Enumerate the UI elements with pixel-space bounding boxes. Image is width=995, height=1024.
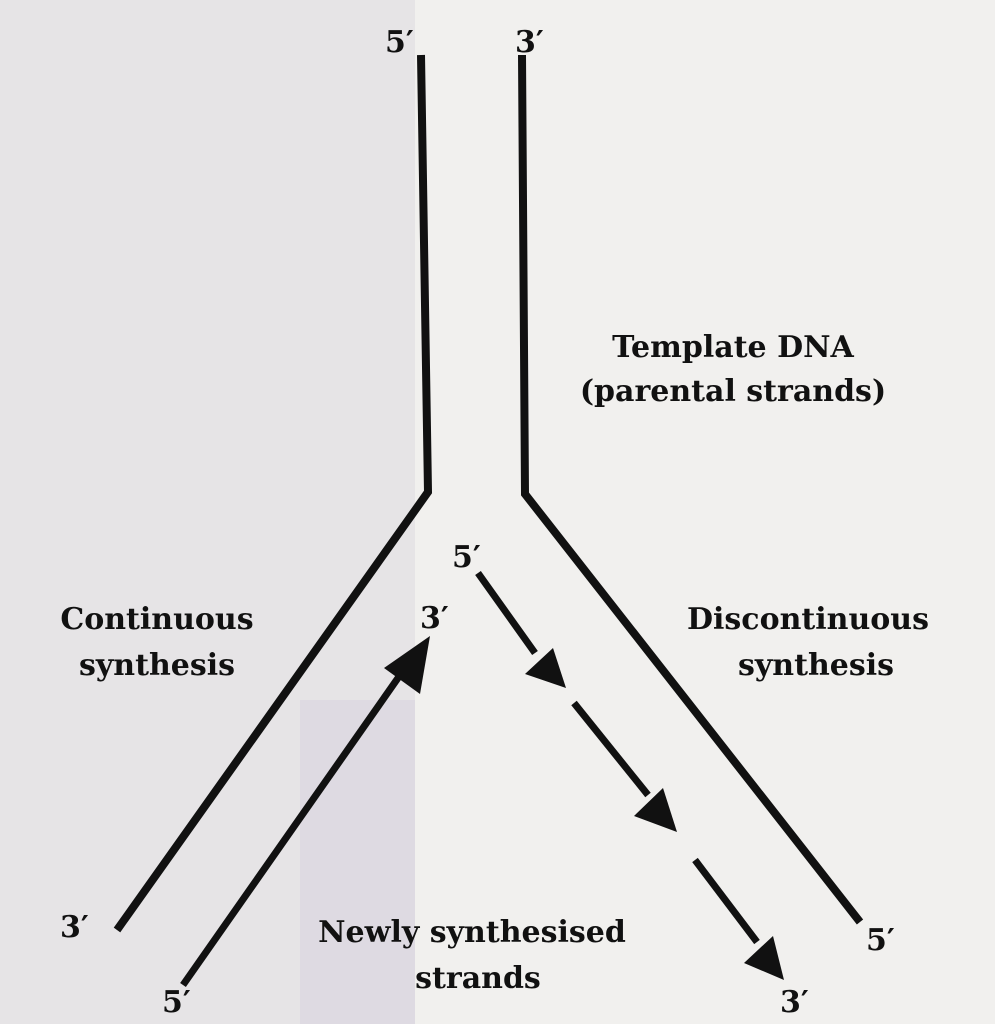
leading-strand-arrowhead xyxy=(384,636,430,694)
template-strand-left xyxy=(113,54,433,933)
label-leading-start: 5′ xyxy=(162,985,191,1020)
label-lagging-start: 5′ xyxy=(452,540,481,575)
label-template-top-left: 5′ xyxy=(385,25,414,60)
label-leading-end: 3′ xyxy=(420,601,449,636)
lagging-fragment-1 xyxy=(475,570,538,656)
label-template-top-right: 3′ xyxy=(515,25,544,60)
label-template-bottom-left: 3′ xyxy=(60,910,89,945)
lagging-fragment-3-arrowhead xyxy=(744,936,784,980)
background-shade-dark xyxy=(300,700,415,1024)
leading-strand xyxy=(180,665,408,988)
caption-new-strands-line1: Newly synthesised xyxy=(318,915,626,950)
caption-new-strands-line2: strands xyxy=(415,961,541,996)
caption-template-line2: (parental strands) xyxy=(580,374,886,409)
caption-discontinuous-line1: Discontinuous xyxy=(687,602,929,637)
caption-template-line1: Template DNA xyxy=(612,330,854,365)
label-template-bottom-right: 5′ xyxy=(866,923,895,958)
lagging-fragment-1-arrowhead xyxy=(525,648,566,688)
caption-continuous-line2: synthesis xyxy=(79,648,235,683)
lagging-fragment-2-arrowhead xyxy=(634,788,677,832)
label-lagging-end: 3′ xyxy=(780,985,809,1020)
lagging-fragment-3 xyxy=(692,857,760,945)
caption-discontinuous-line2: synthesis xyxy=(738,648,894,683)
template-strand-right xyxy=(518,54,864,925)
lagging-fragment-2 xyxy=(571,700,651,798)
caption-continuous-line1: Continuous xyxy=(60,602,253,637)
